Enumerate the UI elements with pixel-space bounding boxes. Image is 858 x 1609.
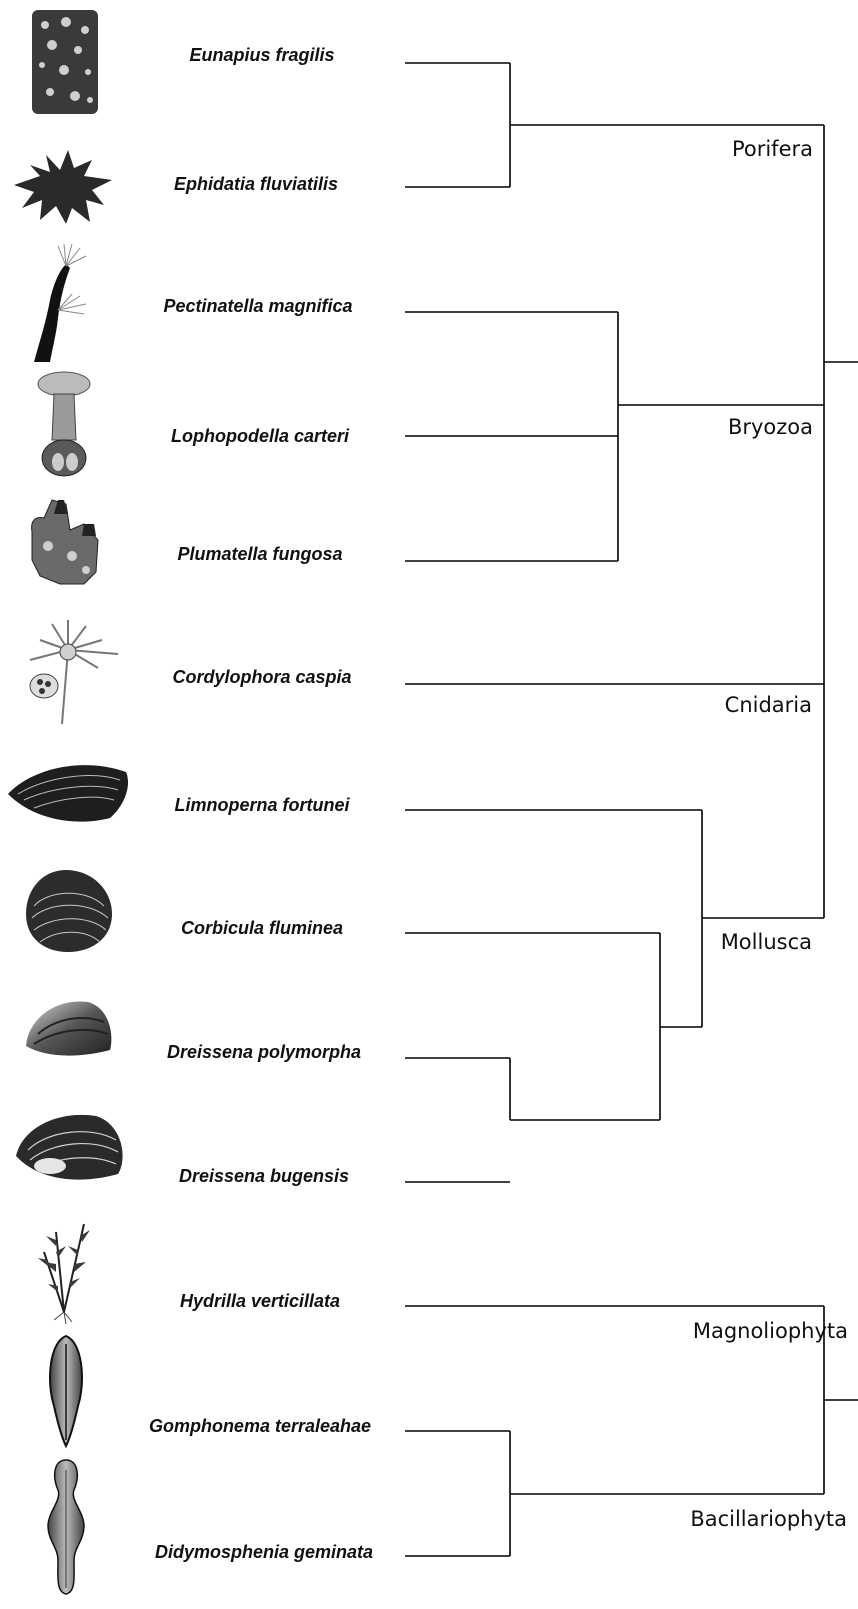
species-label: Plumatella fungosa xyxy=(177,544,342,564)
aquatic-plant-icon xyxy=(38,1224,90,1324)
bryozoan-zooid-icon xyxy=(38,372,90,476)
branching-sponge-icon xyxy=(14,150,112,224)
branch-line xyxy=(405,63,824,187)
species-label: Limnoperna fortunei xyxy=(175,795,351,815)
group-label-cnidaria: Cnidaria xyxy=(725,693,812,717)
branch-line xyxy=(405,810,824,1182)
species-label: Corbicula fluminea xyxy=(181,918,343,938)
quagga-mussel-icon xyxy=(16,1115,123,1180)
diatom-elongate-icon xyxy=(50,1336,82,1446)
species-label: Cordylophora caspia xyxy=(172,667,351,687)
group-label-bacillariophyta: Bacillariophyta xyxy=(690,1507,847,1531)
bryozoan-colony-icon xyxy=(34,244,86,362)
group-label-porifera: Porifera xyxy=(732,137,813,161)
group-label-bryozoa: Bryozoa xyxy=(728,415,813,439)
zebra-mussel-icon xyxy=(26,1002,111,1056)
species-label: Ephidatia fluviatilis xyxy=(174,174,338,194)
species-label: Dreissena polymorpha xyxy=(167,1042,361,1062)
species-label: Pectinatella magnifica xyxy=(163,296,352,316)
species-label: Gomphonema terraleahae xyxy=(149,1416,371,1436)
bryozoan-tube-icon xyxy=(32,500,98,584)
hydroid-icon xyxy=(30,620,118,724)
sponge-block-icon xyxy=(32,10,98,114)
species-label: Lophopodella carteri xyxy=(171,426,350,446)
group-label-mollusca: Mollusca xyxy=(721,930,812,954)
clam-shell-icon xyxy=(26,870,112,952)
diatom-constricted-icon xyxy=(48,1460,84,1594)
branch-line xyxy=(824,125,858,918)
species-label: Didymosphenia geminata xyxy=(155,1542,373,1562)
mussel-shell-icon xyxy=(8,765,128,821)
species-label: Hydrilla verticillata xyxy=(180,1291,340,1311)
species-label: Eunapius fragilis xyxy=(189,45,334,65)
species-label: Dreissena bugensis xyxy=(179,1166,349,1186)
